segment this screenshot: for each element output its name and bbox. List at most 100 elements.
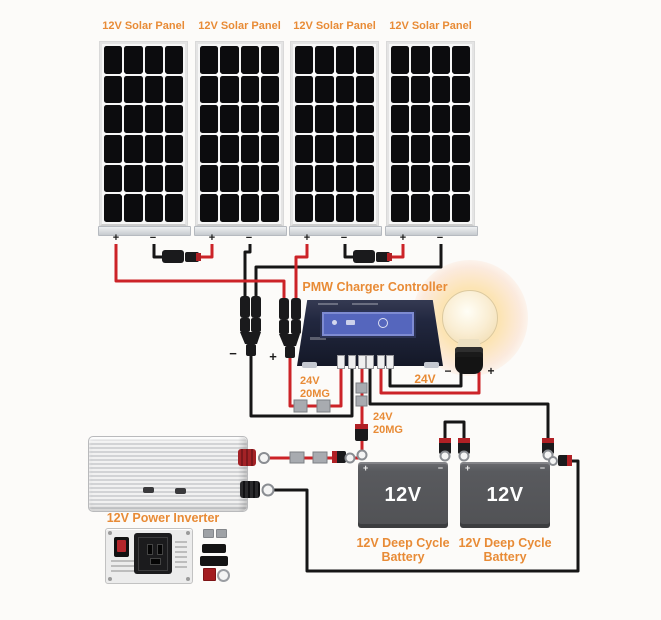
solar-cell: [431, 164, 450, 193]
solar-cell: [411, 164, 430, 193]
battery-fuse-cap-a: [355, 382, 368, 394]
solar-cell: [355, 105, 374, 133]
battery-2-voltage: 12V: [486, 483, 524, 506]
jumper-connector-right-band: [458, 438, 470, 443]
battery-1-caption-line1: 12V Deep Cycle: [356, 536, 450, 550]
controller-label: PMW Charger Controller: [302, 280, 448, 294]
solar-panel-3-plus: +: [303, 232, 311, 244]
spare-mc4-connector-1: [202, 544, 226, 553]
solar-panel-2-cells: [198, 44, 281, 224]
solar-cell: [335, 164, 354, 193]
solar-panel-1-mount-rail: [98, 226, 191, 236]
solar-cell: [164, 46, 183, 74]
controller-top-mark-1: [318, 303, 338, 305]
ring-battery1-negative: [439, 450, 451, 462]
solar-cell: [200, 134, 219, 163]
solar-panel-1-plus: +: [112, 232, 120, 244]
y-negative-stem: [246, 344, 256, 356]
solar-cell: [144, 75, 163, 104]
wire-load-positive: [379, 365, 481, 395]
y-negative-body-2: [251, 318, 261, 332]
solar-cell: [200, 105, 219, 133]
solar-panel-4-frame: [387, 42, 474, 226]
solar-panel-2-frame: [196, 42, 283, 226]
solar-cell: [104, 105, 123, 133]
battery-2-plus-mark: +: [465, 463, 471, 473]
solar-cell: [200, 46, 219, 74]
solar-cell: [104, 134, 123, 163]
solar-cell: [355, 134, 374, 163]
solar-cell: [104, 164, 123, 193]
solar-cell: [315, 164, 334, 193]
y-positive-input-1: [279, 298, 289, 320]
screw-top-right: [186, 531, 190, 535]
solar-cell: [411, 105, 430, 133]
solar-cell: [104, 75, 123, 104]
controller-terminal-battery-minus: [366, 355, 374, 369]
ring-inverter-positive: [258, 452, 270, 464]
solar-cell: [431, 46, 450, 74]
outlet-slot-bottom: [150, 558, 161, 565]
solar-cell: [240, 164, 259, 193]
inverter-fuse-cap-b: [312, 451, 328, 464]
solar-cell: [431, 75, 450, 104]
solar-cell: [295, 75, 314, 104]
inverter-slot-1: [143, 487, 154, 493]
solar-panel-4: 12V Solar Panel + −: [385, 20, 478, 252]
solar-cell: [200, 75, 219, 104]
wire-link1-to-panel2-positive: [201, 244, 214, 259]
solar-cell: [315, 134, 334, 163]
wire-battery-series-jumper: [443, 420, 466, 440]
solar-cell: [391, 105, 410, 133]
solar-cell: [124, 194, 143, 222]
bulb-base: [455, 347, 483, 374]
controller-terminal-battery-plus: [358, 355, 366, 369]
solar-panel-4-minus: −: [436, 232, 444, 244]
solar-cell: [315, 46, 334, 74]
solar-cell: [104, 46, 123, 74]
mc4-link1-connector-a: [162, 250, 184, 263]
solar-cell: [240, 75, 259, 104]
solar-cell: [335, 75, 354, 104]
solar-cell: [260, 164, 279, 193]
solar-cell: [295, 194, 314, 222]
mc4-link1-red-band: [196, 253, 201, 261]
solar-cell: [391, 46, 410, 74]
wire-pv-positive-to-controller: [288, 356, 343, 408]
solar-cell: [411, 75, 430, 104]
inverter-positive-post: [238, 449, 256, 466]
solar-cell: [260, 46, 279, 74]
solar-cell: [144, 134, 163, 163]
solar-cell: [335, 105, 354, 133]
solar-cell: [315, 75, 334, 104]
y-positive-body-1: [279, 320, 289, 334]
solar-cell: [451, 134, 470, 163]
inverter-switch-rocker: [117, 540, 126, 552]
controller-terminal-load-plus: [377, 355, 385, 369]
solar-cell: [391, 194, 410, 222]
battery-fuse-label-line1: 24V: [373, 411, 393, 423]
pv-output-plus: +: [269, 349, 277, 364]
solar-cell: [220, 194, 239, 222]
battery-1-voltage: 12V: [384, 483, 422, 506]
solar-cell: [335, 194, 354, 222]
solar-cell: [124, 75, 143, 104]
solar-cell: [391, 134, 410, 163]
battery-1-caption-line2: Battery: [381, 550, 425, 564]
inverter-chain-connector-band: [332, 451, 337, 463]
spare-fuse-holder: [203, 568, 216, 581]
wire-panel1-negative: [152, 244, 164, 259]
solar-cell: [315, 105, 334, 133]
screen-battery-icon: [346, 320, 355, 325]
battery-fuse-label: 24V 20MG: [373, 411, 403, 436]
spare-fuse-cap-1: [203, 529, 214, 538]
inverter-front-vents: [111, 560, 139, 575]
y-positive-body-2: [291, 320, 301, 334]
wire-link2-to-panel4-positive: [392, 244, 405, 259]
solar-cell: [240, 134, 259, 163]
wire-controller-to-battery-negative: [368, 365, 550, 440]
solar-cell: [411, 134, 430, 163]
pv-fuse-cap-a: [293, 399, 308, 413]
